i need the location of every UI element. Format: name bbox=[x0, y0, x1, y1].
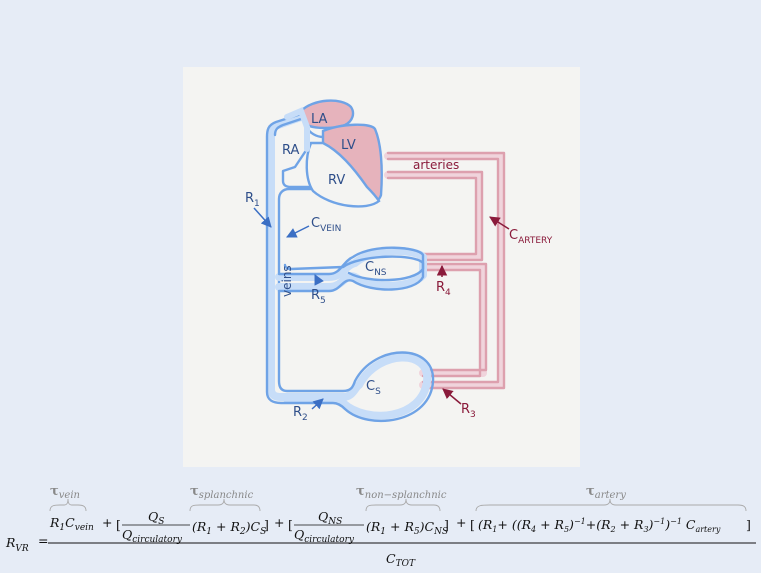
eq-equals: = bbox=[38, 533, 48, 548]
eq-plus-2: + bbox=[274, 515, 284, 530]
brace-artery bbox=[475, 498, 747, 512]
label-arteries: arteries bbox=[413, 158, 459, 172]
arrow-r3 bbox=[442, 388, 462, 405]
bracket-open-3: [ bbox=[470, 517, 475, 532]
bracket-open-1: [ bbox=[116, 517, 121, 532]
eq-lhs: RVR bbox=[5, 535, 29, 554]
circulation-diagram: LA LV RA RV arteries veins R1 CVEIN CNS … bbox=[245, 99, 553, 423]
bracket-close-2: ] bbox=[444, 517, 449, 532]
brace-non-splanchnic bbox=[365, 498, 441, 512]
label-la: LA bbox=[311, 112, 328, 127]
label-c-ns: CNS bbox=[365, 260, 387, 278]
venous-vessels bbox=[265, 112, 435, 423]
label-c-vein: CVEIN bbox=[311, 216, 341, 234]
arrow-r5 bbox=[314, 274, 324, 286]
bracket-close-3: ] bbox=[746, 517, 751, 532]
eq-non-splanchnic-term: (R1 + R5)CNS bbox=[366, 519, 448, 537]
label-r4: R4 bbox=[436, 280, 451, 298]
arrow-c-artery bbox=[489, 216, 510, 230]
bracket-open-2: [ bbox=[288, 517, 293, 532]
label-c-s: CS bbox=[366, 379, 381, 397]
tau-non-splanchnic-label: τnon−splanchnic bbox=[356, 484, 447, 501]
label-ra: RA bbox=[282, 143, 300, 158]
label-r3: R3 bbox=[461, 402, 476, 420]
eq-denominator: CTOT bbox=[386, 551, 416, 569]
heart bbox=[284, 99, 383, 208]
label-lv: LV bbox=[341, 138, 356, 153]
label-rv: RV bbox=[328, 173, 345, 188]
label-r2: R2 bbox=[293, 405, 308, 423]
arterial-vessels bbox=[384, 151, 506, 390]
tau-splanchnic-label: τsplanchnic bbox=[190, 484, 254, 501]
vr-equation: τvein τsplanchnic τnon−splanchnic τarter… bbox=[5, 484, 756, 569]
arrow-r1 bbox=[253, 207, 272, 228]
eq-term-vein: R1Cvein bbox=[49, 515, 94, 533]
tau-artery-label: τartery bbox=[586, 484, 626, 501]
eq-plus-1: + bbox=[102, 515, 112, 530]
q-s: QS bbox=[148, 509, 164, 527]
right-ventricle bbox=[305, 141, 381, 208]
eq-plus-3: + bbox=[456, 515, 466, 530]
q-ns: QNS bbox=[318, 509, 342, 527]
q-circ-1: Qcirculatory bbox=[122, 527, 183, 545]
brace-vein bbox=[49, 498, 87, 512]
bracket-close-1: ] bbox=[264, 517, 269, 532]
arrow-r2 bbox=[311, 398, 324, 410]
eq-splanchnic-term: (R1 + R2)CS bbox=[192, 519, 266, 537]
label-veins: veins bbox=[280, 265, 294, 297]
q-circ-2: Qcirculatory bbox=[294, 527, 355, 545]
eq-artery-term: (R1+ ((R4 + R5)−1+(R2 + R3)−1)−1 Cartery bbox=[478, 517, 721, 534]
label-r5: R5 bbox=[311, 288, 326, 306]
brace-splanchnic bbox=[189, 498, 261, 512]
arrow-c-vein bbox=[286, 225, 310, 238]
label-r1: R1 bbox=[245, 191, 260, 209]
diagram-panel: LA LV RA RV arteries veins R1 CVEIN CNS … bbox=[183, 67, 580, 467]
label-c-artery: CARTERY bbox=[509, 228, 553, 246]
tau-vein-label: τvein bbox=[50, 484, 80, 501]
left-atrium bbox=[299, 99, 355, 130]
